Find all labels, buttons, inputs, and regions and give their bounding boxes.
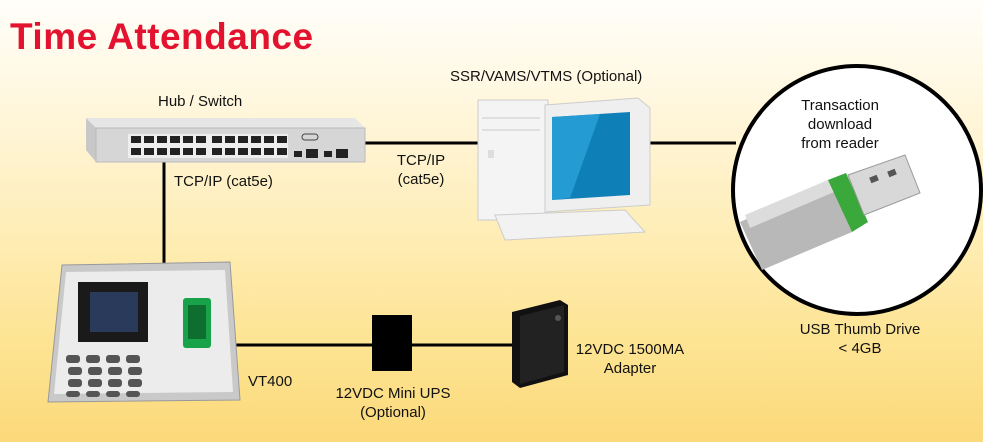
- usb-thumb-drive-icon: [731, 64, 983, 316]
- tcp-ip-horizontal-label: TCP/IP: [396, 152, 446, 169]
- cat5e-label: (cat5e): [397, 171, 445, 188]
- transaction-label: Transaction: [801, 97, 879, 114]
- vt400-device-icon: [47, 261, 241, 403]
- adapter-spec-label: 12VDC 1500MA: [575, 341, 685, 358]
- usb-drive-label: USB Thumb Drive: [799, 321, 921, 338]
- tcp-ip-vertical-label: TCP/IP (cat5e): [174, 173, 273, 190]
- pc-label: SSR/VAMS/VTMS (Optional): [450, 68, 643, 85]
- ups-optional-label: (Optional): [360, 404, 426, 421]
- usb-capacity-label: < 4GB: [838, 340, 882, 357]
- from-reader-label: from reader: [801, 135, 879, 152]
- vt400-label: VT400: [248, 373, 293, 390]
- adapter-label: Adapter: [603, 360, 657, 377]
- mini-ups-icon: [372, 315, 412, 371]
- computer-icon: [477, 97, 651, 241]
- download-label: download: [807, 116, 873, 133]
- mini-ups-label: 12VDC Mini UPS: [335, 385, 451, 402]
- power-adapter-icon: [512, 300, 568, 388]
- hub-switch-label: Hub / Switch: [158, 93, 243, 110]
- switch-icon: [86, 118, 366, 163]
- page-title: Time Attendance: [10, 16, 314, 57]
